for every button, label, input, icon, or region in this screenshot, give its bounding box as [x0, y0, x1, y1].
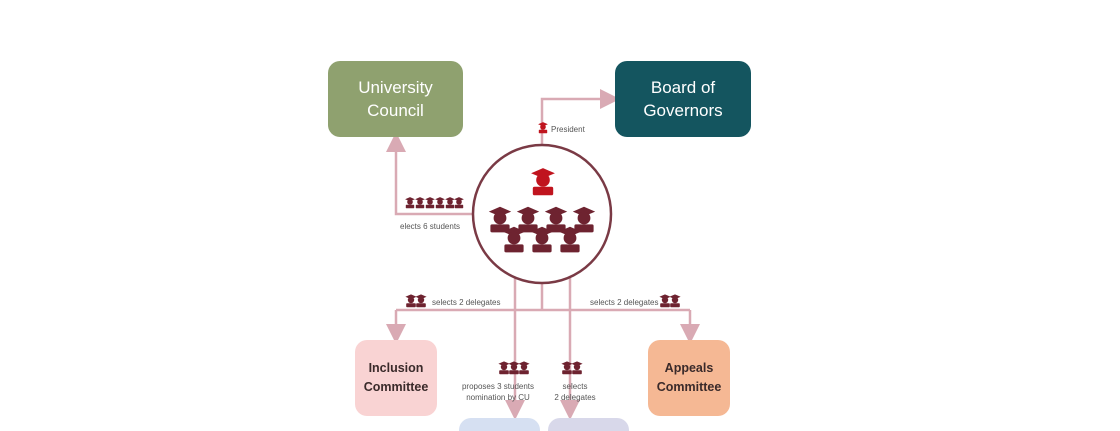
- inclusion-committee-node: Inclusion Committee: [355, 340, 437, 416]
- president-label: President: [551, 125, 585, 134]
- proposes-label: proposes 3 students nomination by CU: [461, 382, 535, 402]
- two-students-icon: [659, 294, 681, 308]
- two-students-icon: [561, 361, 583, 375]
- edge-committees: [396, 283, 690, 312]
- six-students-icon: [405, 197, 464, 209]
- bottom-right-node: [548, 418, 629, 431]
- appeals-committee-node: Appeals Committee: [648, 340, 730, 416]
- student-body-circle: [471, 143, 613, 285]
- elects-label: elects 6 students: [400, 222, 461, 231]
- selects-label: selects 2 delegates: [554, 382, 596, 402]
- edge-president: [540, 89, 620, 145]
- edge-elects: [386, 132, 473, 216]
- university-council-node: University Council: [328, 61, 463, 137]
- two-students-icon: [405, 294, 427, 308]
- three-students-icon: [498, 361, 530, 375]
- bottom-left-node: [459, 418, 540, 431]
- inclusion-edge-label: selects 2 delegates: [432, 298, 501, 307]
- board-of-governors-node: Board of Governors: [615, 61, 751, 137]
- appeals-edge-label: selects 2 delegates: [590, 298, 659, 307]
